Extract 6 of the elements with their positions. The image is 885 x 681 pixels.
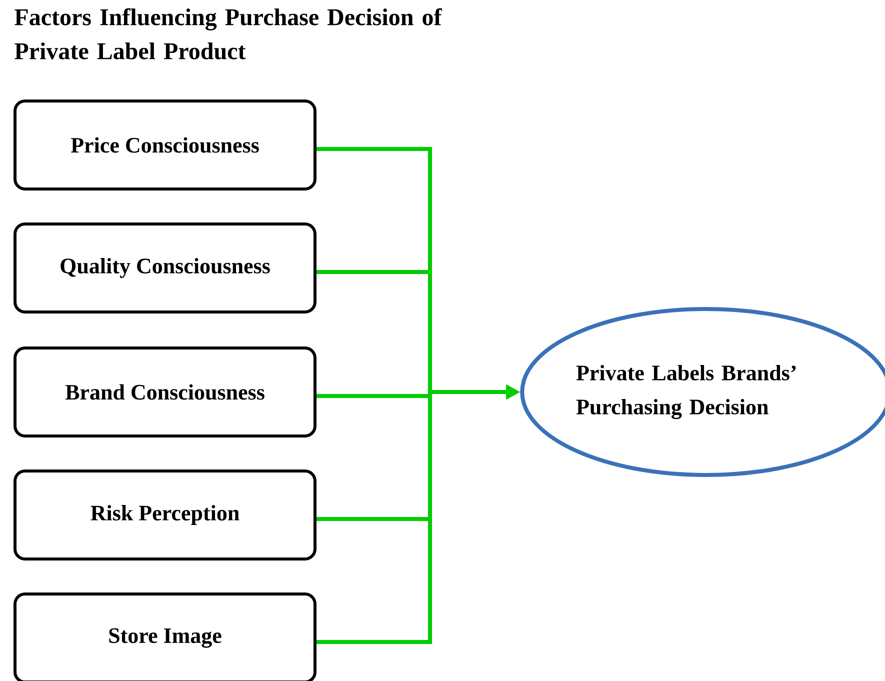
factor-box: Quality Consciousness (14, 222, 316, 314)
title: Factors Influencing Purchase Decision of Private Label Product (14, 8, 442, 60)
factor-box: Risk Perception (14, 470, 316, 560)
factor-box: Brand Consciousness (14, 346, 316, 438)
factor-box: Store Image (14, 592, 316, 681)
factor-box: Price Consciousness (14, 100, 316, 190)
